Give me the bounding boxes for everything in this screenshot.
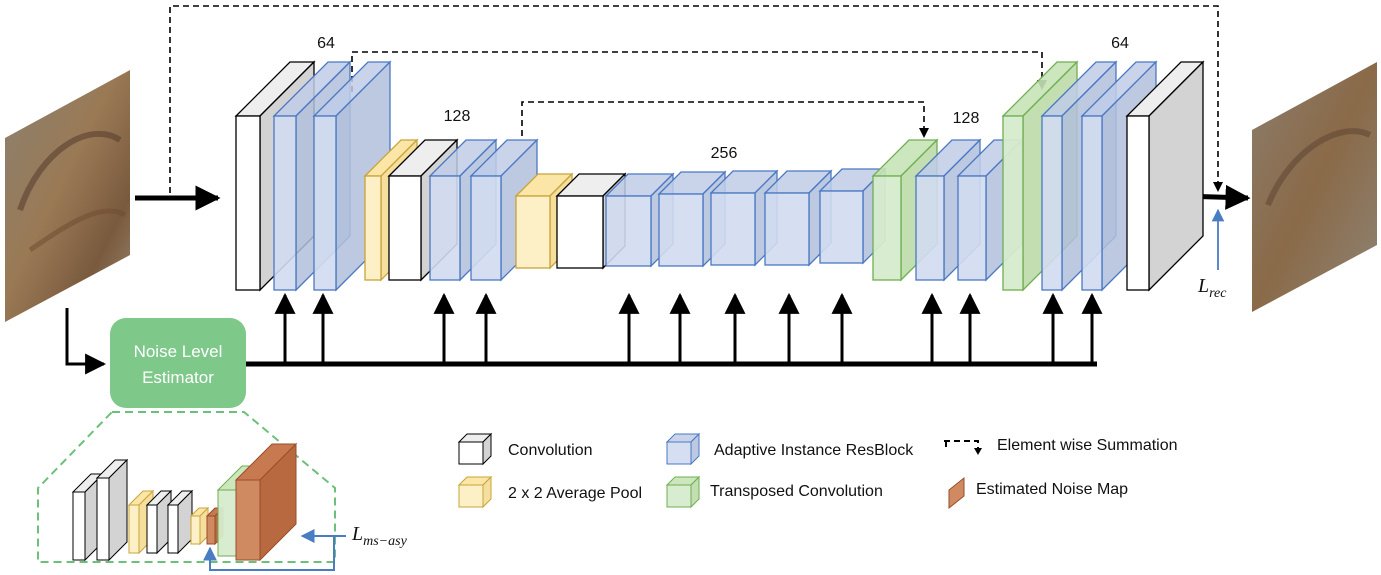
mini-pool-2 — [189, 506, 210, 546]
input-image-patch — [5, 70, 130, 322]
mini-conv-2 — [95, 458, 129, 562]
legend-icon-summation — [944, 440, 982, 455]
channel-label-64-left: 64 — [317, 35, 335, 52]
reconstruction-loss-symbol: L — [1197, 275, 1209, 297]
encoder-decoder-blocks — [234, 60, 1205, 292]
asymmetric-loss-symbol: L — [351, 523, 363, 545]
channel-label-128-right: 128 — [953, 110, 980, 127]
legend-label-average-pool: 2 x 2 Average Pool — [508, 485, 642, 502]
legend-label-transposed-conv: Transposed Convolution — [710, 483, 883, 500]
estimator-label-line1: Noise Level — [134, 342, 223, 361]
legend-label-convolution: Convolution — [508, 442, 593, 459]
adain-parameter-arrows — [274, 292, 1103, 364]
legend-icon-adain-resblock — [665, 432, 701, 466]
channel-label-64-right: 64 — [1111, 35, 1129, 52]
channel-label-128-left: 128 — [444, 108, 471, 125]
estimator-label-line2: Estimator — [142, 368, 214, 387]
legend-label-summation: Element wise Summation — [997, 437, 1178, 454]
mini-conv-4 — [166, 489, 194, 555]
legend-label-noise-map: Estimated Noise Map — [976, 481, 1128, 498]
legend-icon-transposed-conv — [665, 475, 701, 509]
noise-level-estimator: Noise Level Estimator — [110, 318, 246, 408]
estimator-detail-outline — [37, 411, 336, 563]
legend-label-adain-resblock: Adaptive Instance ResBlock — [714, 442, 914, 459]
legend-icon-convolution — [457, 432, 493, 466]
estimator-input-arrow — [65, 308, 107, 375]
asymmetric-loss-label: Lms−asy — [351, 523, 408, 549]
channel-label-256: 256 — [711, 145, 738, 162]
reconstruction-loss-label: Lrec — [1197, 275, 1227, 301]
output-image-patch — [1252, 62, 1377, 312]
legend: Convolution 2 x 2 Average Pool Adaptive … — [457, 432, 1178, 510]
mini-noise-map — [234, 442, 298, 562]
estimator-detail-blocks — [71, 442, 298, 562]
asymmetric-loss-subscript: ms−asy — [363, 534, 407, 549]
legend-icon-noise-map — [948, 476, 965, 510]
legend-icon-average-pool — [457, 475, 493, 509]
reconstruction-loss-subscript: rec — [1209, 286, 1227, 301]
conv-block-4 — [1125, 60, 1205, 292]
skip-connections — [169, 5, 1219, 193]
asymmetric-loss-arrows — [203, 529, 346, 571]
